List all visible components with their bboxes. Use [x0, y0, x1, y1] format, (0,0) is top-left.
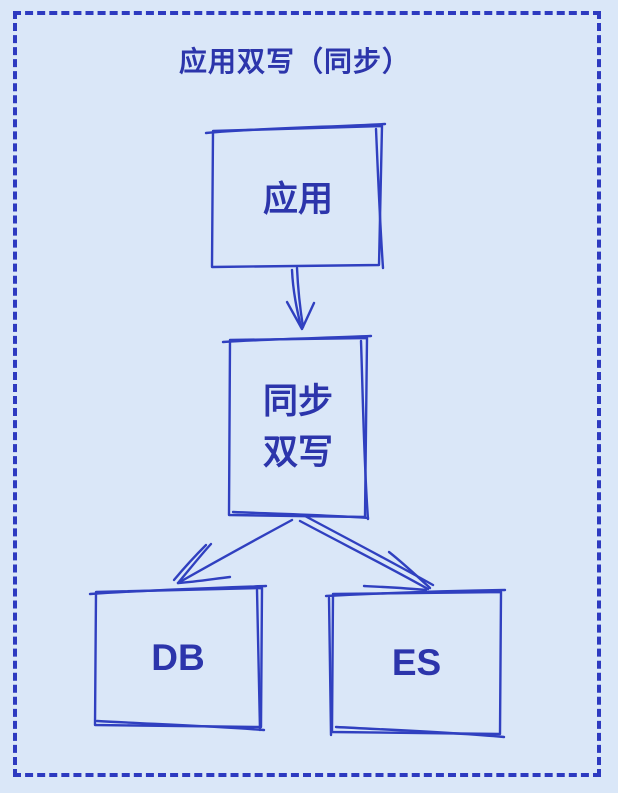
node-app-label: 应用	[262, 179, 333, 219]
node-db-box	[88, 584, 268, 732]
node-sync-label: 同步 双写	[262, 381, 333, 472]
node-es-box	[324, 588, 507, 739]
diagram-boundary-frame	[13, 11, 601, 777]
diagram-title: 应用双写（同步）	[178, 46, 411, 77]
node-sync-box	[221, 334, 373, 521]
node-es-label: ES	[391, 641, 442, 683]
edge-sync-to-db-arrow	[172, 518, 294, 585]
edge-app-to-sync-arrow	[285, 266, 316, 331]
node-app-box	[204, 122, 387, 270]
edge-sync-to-es-arrow	[298, 514, 435, 592]
node-db-label: DB	[151, 636, 205, 678]
